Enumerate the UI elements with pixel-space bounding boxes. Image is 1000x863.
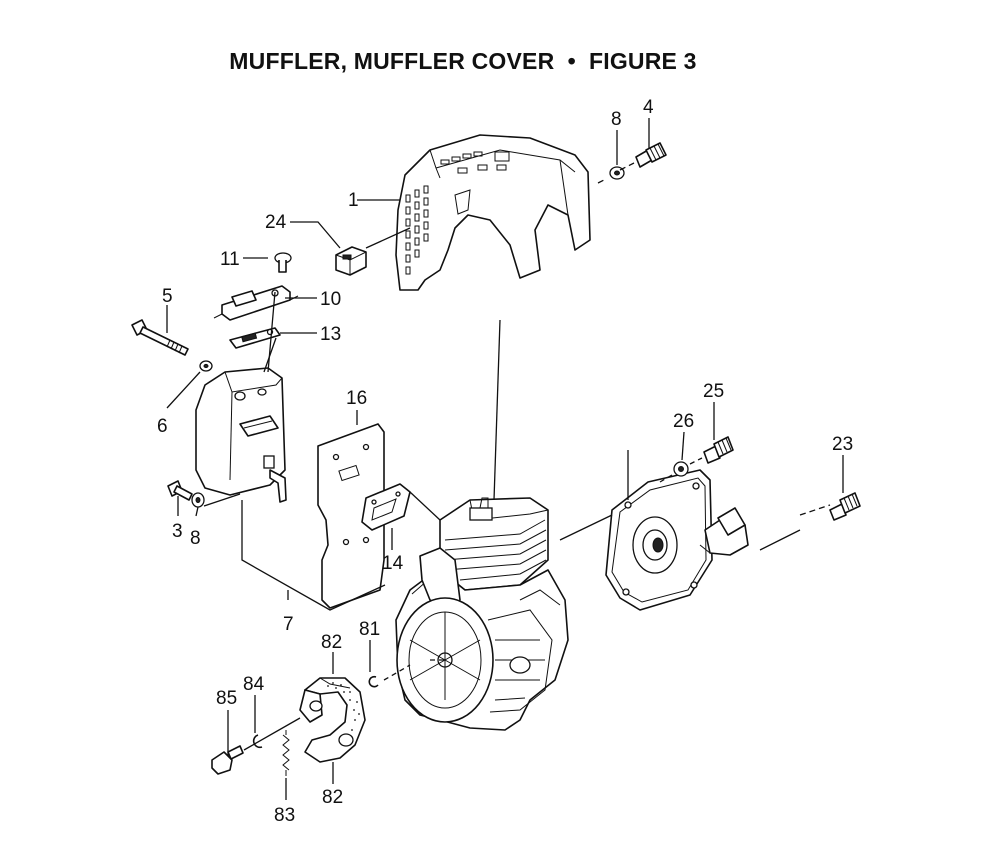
callout-6: 6	[157, 416, 168, 437]
callout-82-lower: 82	[322, 787, 343, 808]
callout-26: 26	[673, 411, 694, 432]
callout-82-upper: 82	[321, 632, 342, 653]
callout-25: 25	[703, 381, 724, 402]
callout-5: 5	[162, 286, 173, 307]
callout-labels: 1 3 4 5 6 7 8 8 10 11 13 14 16 23 24 25 …	[157, 97, 853, 826]
callout-10: 10	[320, 289, 341, 310]
callout-81: 81	[359, 619, 380, 640]
washer-part-6[interactable]	[199, 360, 213, 372]
callout-8-upper: 8	[611, 109, 622, 130]
washer-part-8-lower[interactable]	[191, 492, 205, 508]
callout-83: 83	[274, 805, 295, 826]
starter-assembly[interactable]	[605, 469, 749, 611]
callout-13: 13	[320, 324, 341, 345]
callout-24: 24	[265, 212, 287, 233]
callout-11: 11	[220, 249, 240, 270]
callout-84: 84	[243, 674, 265, 695]
grommet-part-24[interactable]	[335, 246, 367, 276]
bolt-part-23[interactable]	[829, 492, 861, 521]
e-ring-part-81[interactable]	[368, 675, 379, 688]
leader-lines	[166, 118, 844, 800]
screw-part-11[interactable]	[274, 252, 292, 273]
insulator-part-14[interactable]	[361, 483, 411, 531]
callout-3: 3	[172, 521, 183, 542]
gasket-part-13[interactable]	[229, 327, 281, 349]
callout-14: 14	[382, 553, 404, 574]
callout-7: 7	[283, 614, 294, 635]
gasket-part-16[interactable]	[317, 423, 385, 609]
bolt-part-5[interactable]	[131, 319, 189, 356]
callout-8-lower: 8	[190, 528, 201, 549]
muffler-body-part[interactable]	[195, 367, 287, 503]
clutch-shoe-part-82[interactable]	[299, 677, 366, 763]
spark-arrester-part-10[interactable]	[213, 285, 299, 321]
muffler-cover-part[interactable]	[395, 134, 591, 291]
callout-85: 85	[216, 688, 237, 709]
bolt-part-85[interactable]	[211, 745, 244, 775]
washer-part-84[interactable]	[252, 734, 263, 749]
leader-4	[597, 162, 635, 184]
washer-part-26[interactable]	[673, 461, 689, 477]
callout-23: 23	[832, 434, 853, 455]
figure-title: MUFFLER, MUFFLER COVER • FIGURE 3	[229, 48, 697, 74]
bolt-part-25[interactable]	[703, 436, 734, 464]
callout-16: 16	[346, 388, 367, 409]
callout-1: 1	[348, 190, 359, 211]
bolt-part-4[interactable]	[635, 142, 667, 168]
callout-4: 4	[643, 97, 654, 118]
engine-assembly	[395, 497, 569, 731]
bolt-part-3[interactable]	[167, 480, 193, 501]
spring-part-83[interactable]	[282, 730, 290, 776]
